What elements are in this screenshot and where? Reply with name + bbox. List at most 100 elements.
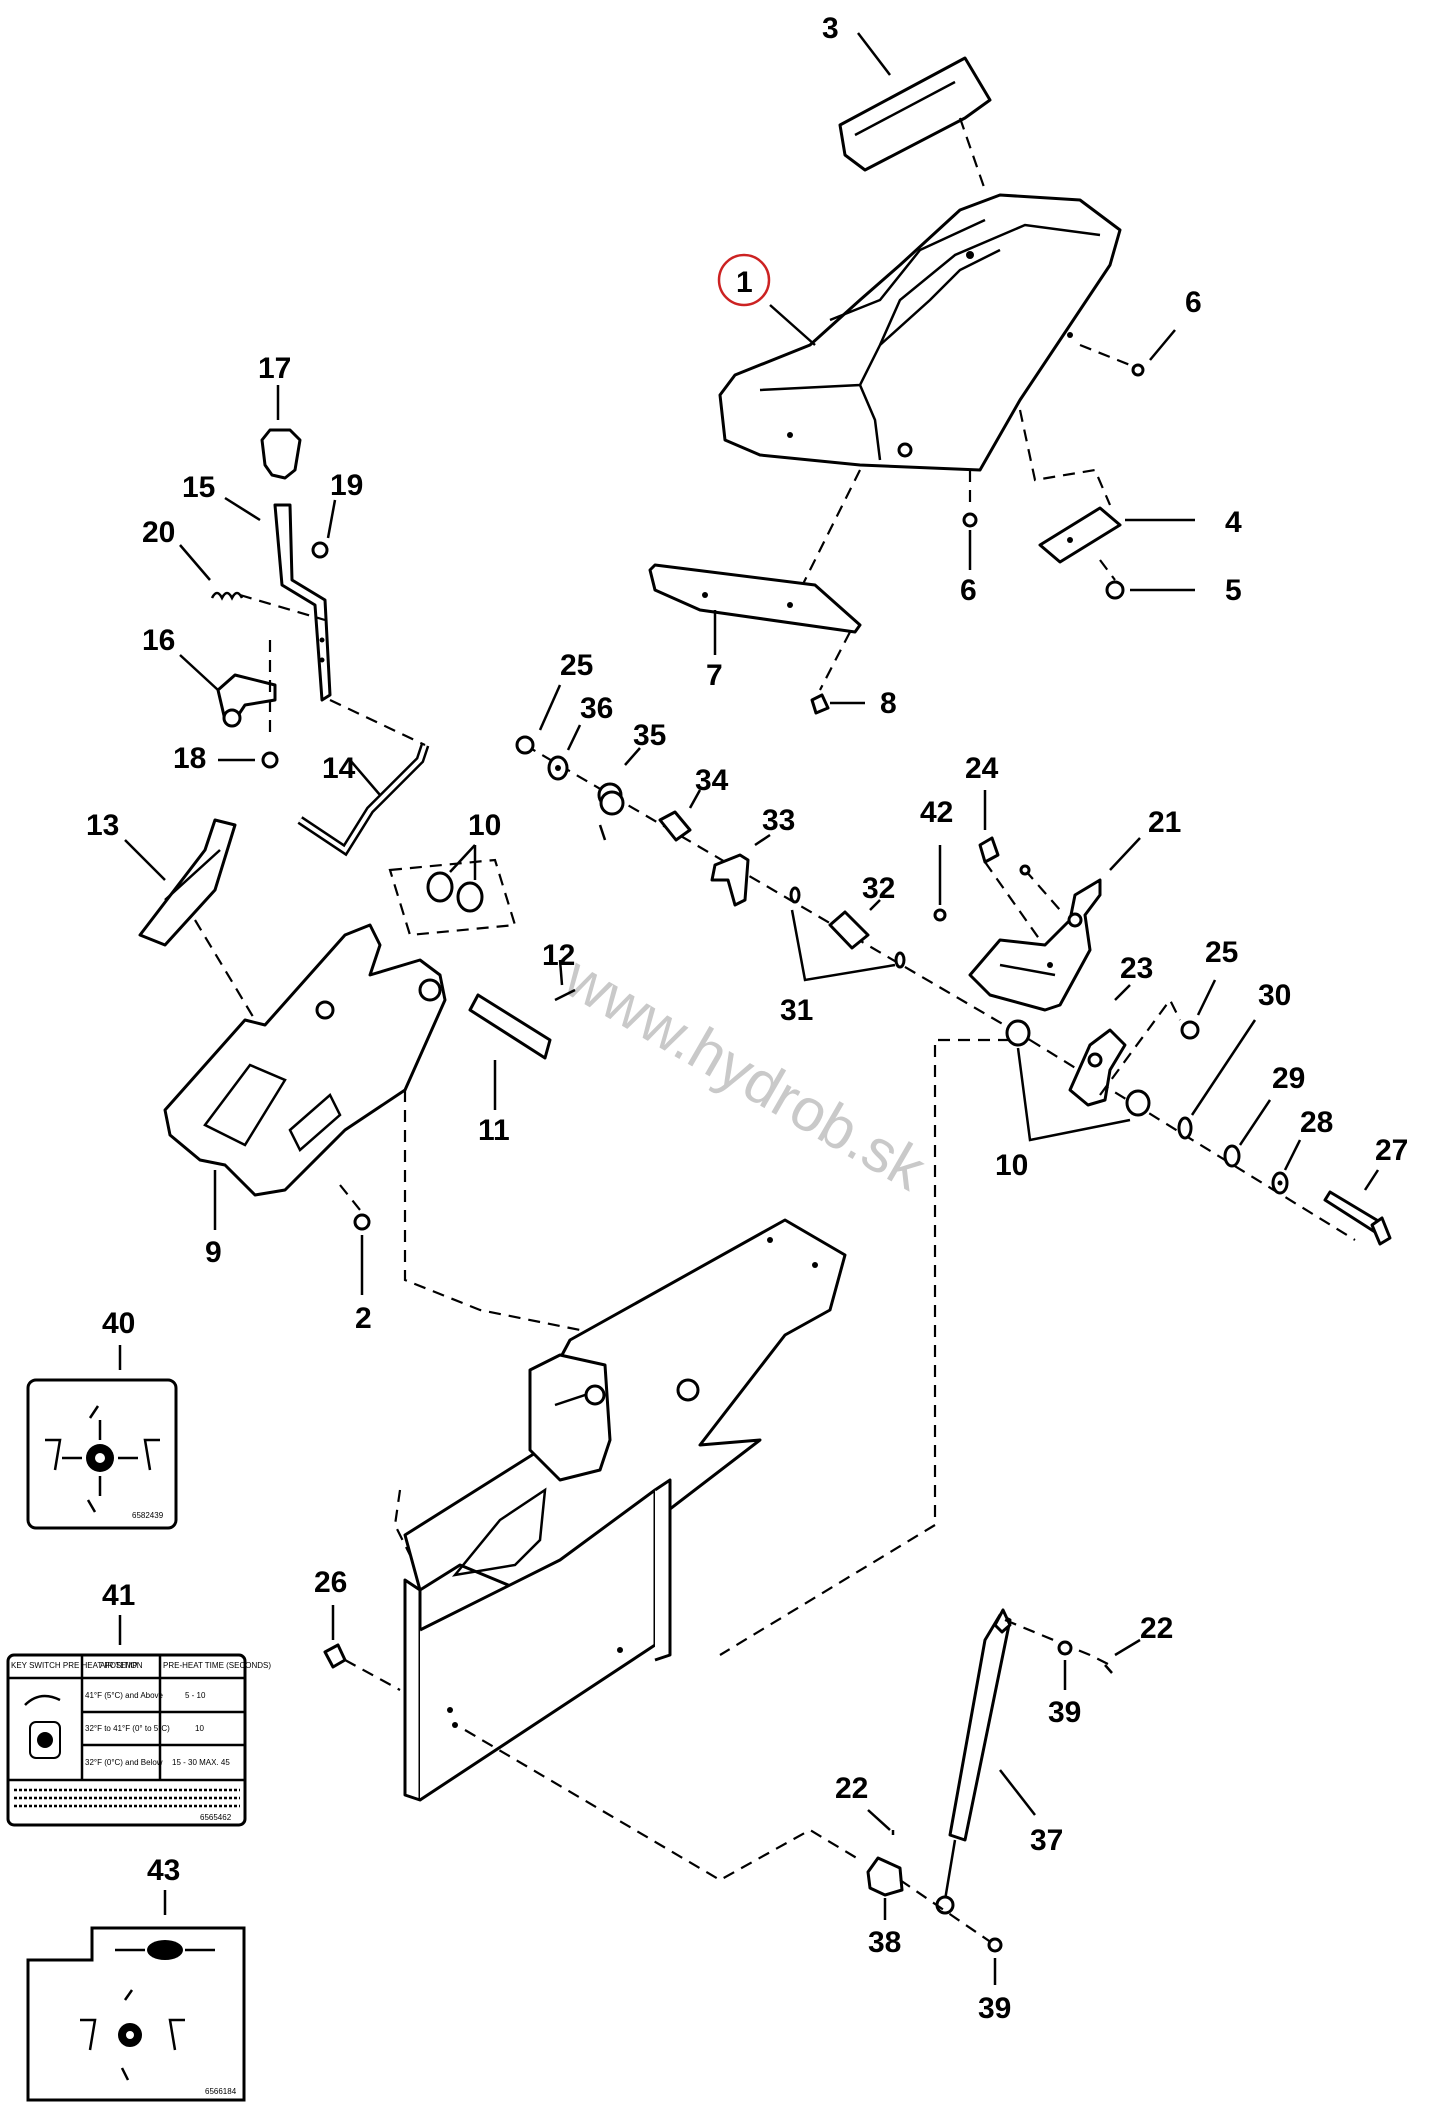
label-13: 13 [86, 809, 119, 842]
part-35-spring [597, 747, 641, 841]
label-39-upper: 39 [1048, 1696, 1081, 1729]
label-41: 41 [102, 1579, 135, 1612]
part-21-plate [968, 837, 1141, 1012]
part-3-cover [838, 32, 992, 172]
label-12: 12 [542, 939, 575, 972]
part-6-bolt-lower [962, 512, 978, 528]
decal-41: KEY SWITCH PRE HEAT POSITION AIR TEMP. P… [6, 1615, 271, 1827]
label-7: 7 [706, 659, 723, 692]
part-19-nut [311, 499, 337, 559]
label-6-lower: 6 [960, 574, 977, 607]
part-27-bolt [1323, 1169, 1392, 1246]
part-2-bolt [353, 1213, 371, 1295]
label-25-right: 25 [1205, 936, 1238, 969]
part-39-nut-lower [987, 1937, 1003, 1985]
part-26-bolt [323, 1605, 347, 1669]
label-38: 38 [868, 1926, 901, 1959]
label-29: 29 [1272, 1062, 1305, 1095]
decal-41-header-3: PRE-HEAT TIME (SECONDS) [163, 1661, 271, 1670]
decal-41-code: 6565462 [200, 1813, 232, 1822]
decal-40-code: 6582439 [132, 1511, 164, 1520]
part-20-spring [179, 544, 244, 601]
decal-41-row1-temp: 41°F (5°C) and Above [85, 1691, 164, 1700]
label-20: 20 [142, 516, 175, 549]
part-6-bolt-upper [1131, 363, 1145, 377]
part-23-bracket [1068, 984, 1131, 1107]
part-36-washer [547, 724, 582, 781]
main-frame [403, 1218, 847, 1802]
part-38-bushing [866, 1856, 904, 1920]
label-10-left: 10 [468, 809, 501, 842]
label-23: 23 [1120, 952, 1153, 985]
label-2: 2 [355, 1302, 372, 1335]
watermark: www.hydrob.sk [553, 943, 938, 1204]
part-24-bolt [978, 790, 1000, 864]
label-6-upper: 6 [1185, 286, 1202, 319]
label-39-lower: 39 [978, 1992, 1011, 2025]
decal-41-row3-time: 15 - 30 MAX. 45 [172, 1758, 230, 1767]
label-9: 9 [205, 1236, 222, 1269]
part-12-pin [554, 959, 576, 1002]
decal-41-row1-time: 5 - 10 [185, 1691, 206, 1700]
label-26: 26 [314, 1566, 347, 1599]
part-10-bushings-right [1005, 1019, 1151, 1142]
label-31: 31 [780, 994, 813, 1027]
label-32: 32 [862, 872, 895, 905]
part-14-rod [297, 743, 430, 857]
part-37-gas-spring [935, 1608, 1036, 1915]
part-22-pin-upper [1104, 1638, 1141, 1674]
label-3: 3 [822, 12, 839, 45]
part-30-ring [1177, 1019, 1257, 1140]
label-33: 33 [762, 804, 795, 837]
label-10-right: 10 [995, 1149, 1028, 1182]
part-13-bracket [124, 818, 237, 947]
decal-41-header-1: KEY SWITCH PRE HEAT POSITION [11, 1661, 143, 1670]
part-31-orings [789, 886, 906, 982]
part-10-bushings-left [426, 844, 484, 913]
part-34-bushing [658, 789, 702, 842]
label-5: 5 [1225, 574, 1242, 607]
label-22-upper: 22 [1140, 1612, 1173, 1645]
part-22-pin-lower [867, 1809, 895, 1835]
part-1-console [718, 193, 1122, 472]
label-8: 8 [880, 687, 897, 720]
part-32-bushing [828, 899, 881, 950]
part-29-ring [1223, 1099, 1272, 1168]
part-1-highlight-circle [717, 253, 771, 307]
label-1: 1 [736, 266, 753, 299]
part-18-bolt [218, 751, 279, 769]
decal-43: 6566184 [26, 1890, 246, 2102]
label-24: 24 [965, 752, 999, 785]
label-37: 37 [1030, 1824, 1063, 1857]
label-11: 11 [478, 1114, 510, 1147]
label-19: 19 [330, 469, 363, 502]
label-35: 35 [633, 719, 666, 752]
part-33-bracket [710, 833, 771, 907]
decal-41-row2-time: 10 [195, 1724, 204, 1733]
part-25-nut-right [1180, 979, 1217, 1040]
part-39-nut-upper [1057, 1640, 1073, 1690]
label-21: 21 [1148, 806, 1181, 839]
label-18: 18 [173, 742, 206, 775]
part-17-knob [260, 385, 302, 480]
label-16: 16 [142, 624, 175, 657]
part-16-bracket [179, 654, 277, 728]
label-27: 27 [1375, 1134, 1408, 1167]
label-4: 4 [1225, 506, 1242, 539]
label-43: 43 [147, 1854, 180, 1887]
label-42: 42 [920, 796, 953, 829]
part-5-bolt [1105, 580, 1195, 600]
part-4-bracket [1038, 506, 1195, 564]
decal-43-code: 6566184 [205, 2087, 237, 2096]
part-9-frame [163, 923, 447, 1230]
part-28-washer [1271, 1139, 1302, 1195]
part-42-nut [933, 845, 947, 922]
label-25-left: 25 [560, 649, 593, 682]
part-15-lever [224, 496, 332, 702]
part-11-pin [468, 993, 552, 1110]
decal-40: 6582439 [26, 1345, 178, 1530]
label-17: 17 [258, 352, 291, 385]
label-40: 40 [102, 1307, 135, 1340]
label-14: 14 [322, 752, 356, 785]
